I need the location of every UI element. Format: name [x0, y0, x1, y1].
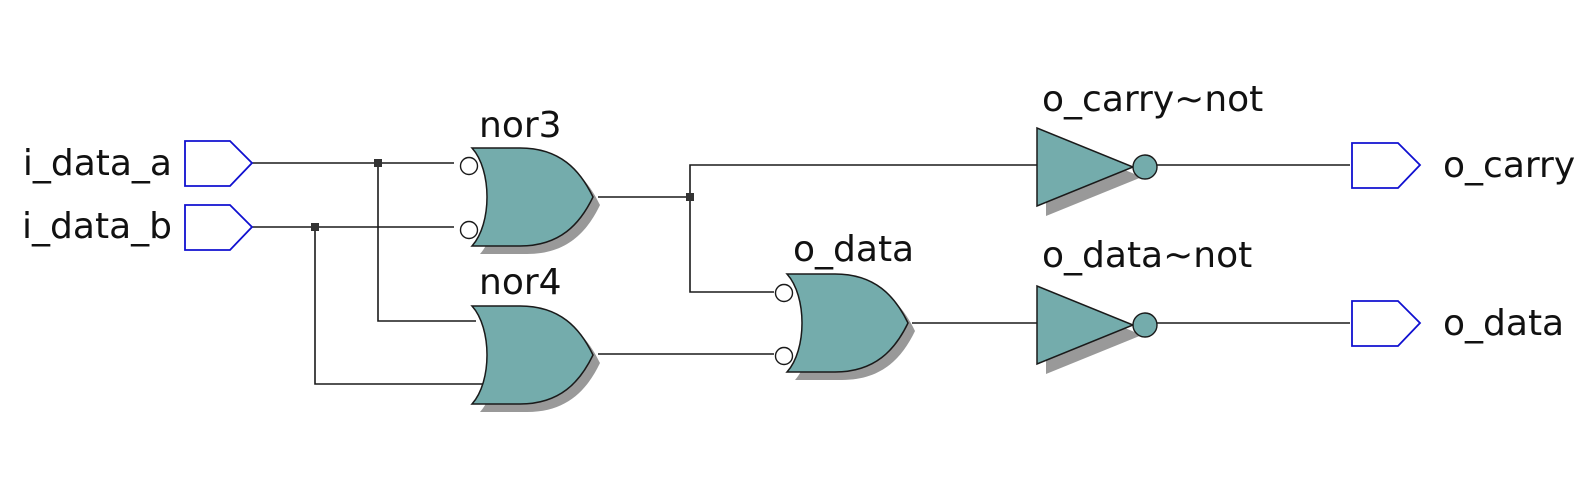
gate-label-nor3: nor3 [479, 105, 562, 146]
input-label-b: i_data_b [22, 206, 172, 247]
input-pin-icon[interactable] [184, 140, 254, 187]
output-label-data: o_data [1443, 303, 1564, 344]
wire-a-to-nor4 [377, 163, 476, 322]
gate-label-carry-not: o_carry~not [1042, 79, 1263, 120]
nor3-input-bubble-b [459, 220, 479, 240]
gate-label-nor4: nor4 [479, 262, 562, 303]
wire-to-carry-not [689, 164, 1037, 197]
gate-label-odata: o_data [793, 229, 914, 270]
wire-b-to-nor4 [314, 227, 485, 385]
or-gate-icon[interactable] [470, 147, 600, 254]
junction-a [374, 159, 382, 167]
junction-b [311, 223, 319, 231]
output-label-carry: o_carry [1443, 145, 1575, 186]
wire-to-odata-top [689, 197, 774, 293]
input-label-a: i_data_a [23, 143, 172, 184]
not-gate-icon[interactable] [1036, 284, 1158, 374]
or-gate-icon[interactable] [470, 305, 600, 412]
output-pin-icon[interactable] [1351, 142, 1422, 189]
gate-label-data-not: o_data~not [1042, 235, 1252, 276]
input-pin-icon[interactable] [184, 204, 254, 251]
junction-nor3-out [686, 193, 694, 201]
not-gate-icon[interactable] [1036, 126, 1158, 216]
output-pin-icon[interactable] [1351, 300, 1422, 347]
wires [248, 162, 1350, 385]
nor3-input-bubble-a [459, 156, 479, 176]
odata-input-bubble-top [774, 283, 794, 303]
or-gate-icon[interactable] [785, 273, 915, 380]
odata-input-bubble-bottom [774, 346, 794, 366]
